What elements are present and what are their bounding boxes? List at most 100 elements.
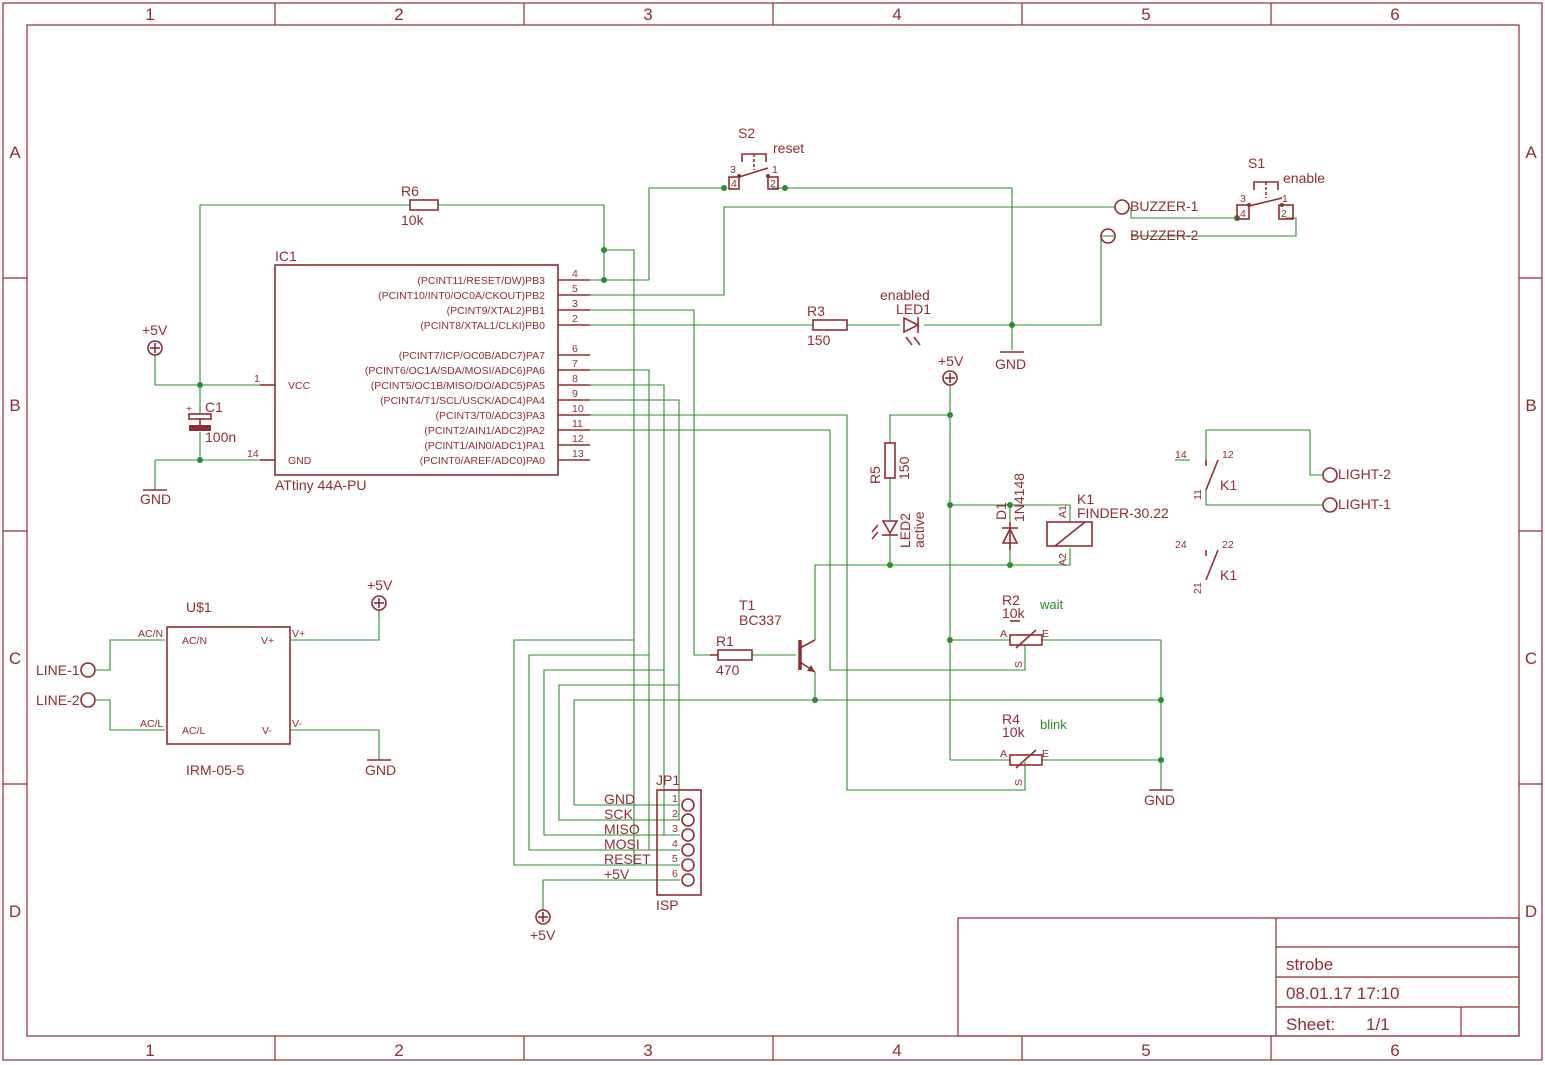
drawing-title: strobe [1286,955,1333,974]
resistor-r1: R1 470 [710,633,753,678]
resistor-r5: R5 150 [867,442,912,484]
line1-label: LINE-1 [36,662,80,678]
gnd-label: GND [365,762,396,778]
capacitor-c1: + C1 100n [186,399,236,445]
ic1-pin-name: (PCINT8/XTAL1/CLKI)PB0 [420,320,545,332]
ic1-pin-name: VCC [288,380,311,392]
relay-k1-contact1: 14 12 11 K1 [1175,449,1237,500]
ic1-pin-name: (PCINT4/T1/SCL/USCK/ADC4)PA4 [380,395,545,407]
jp1-signal: SCK [604,806,633,822]
led2-value: active [911,511,927,548]
s2-pin: 3 [730,164,736,176]
gnd-label: GND [140,491,171,507]
ic1-pin-name: (PCINT11/RESET/DW)PB3 [417,275,545,287]
jp1-signal: GND [604,791,635,807]
ic1-pin-num: 12 [572,433,584,445]
ic1-pin-num: 7 [572,358,578,370]
k1-contact-pin: 11 [1192,489,1204,500]
ic1-value: ATtiny 44A-PU [275,477,367,493]
row-label: A [9,143,21,162]
s1-pin: 2 [1281,208,1287,220]
ic1-pin-name: (PCINT10/INT0/OC0A/CKOUT)PB2 [378,290,545,302]
ic1-pin-num: 8 [572,373,578,385]
t1-value: BC337 [739,612,782,628]
u1-pin-name: AC/L [182,725,206,737]
u1-pin-label: AC/L [140,718,164,730]
vcc-label: +5V [367,577,393,593]
title-block: strobe 08.01.17 17:10 Sheet: 1/1 [957,917,1520,1037]
r1-ref: R1 [716,633,734,649]
k1-coil-pin: A2 [1057,553,1069,566]
r4-pin: E [1042,748,1049,760]
ic1-pin-num: 10 [572,403,584,415]
jp1-signal: RESET [604,851,651,867]
gnd-symbol: GND [140,489,171,507]
k1-contact-pin: 12 [1222,449,1234,461]
frame-row-labels-left: A B C D [9,143,21,921]
u1-pin-name: V- [262,725,272,737]
ic1-pin-num: 3 [572,298,578,310]
line2-label: LINE-2 [36,692,80,708]
u1-ref: U$1 [186,599,212,615]
r2-pin: E [1042,628,1049,640]
r2-pin: S [1013,661,1025,668]
ic1-pin-num: 5 [572,283,578,295]
col-label: 4 [892,5,901,24]
u1-pin-name: V+ [261,635,274,647]
gnd-label: GND [995,356,1026,372]
jp1-value: ISP [656,897,679,913]
col-label: 3 [643,5,652,24]
ic1-pin-num: 9 [572,388,578,400]
r2-ref: R2 [1002,592,1020,608]
potentiometer-r2: R2 10k wait A E S [1000,592,1064,668]
resistor-r6: R6 10k [401,183,439,228]
r4-value: 10k [1002,724,1026,740]
ic1-pin-name: (PCINT2/AIN1/ADC2)PA2 [424,425,545,437]
row-label: D [9,902,21,921]
row-label: B [9,396,20,415]
jp1-pin: 5 [672,853,678,865]
gnd-symbol: GND [995,351,1026,372]
s2-pin: 1 [772,164,778,176]
sheet-label: Sheet: [1286,1015,1335,1034]
led2-ref: LED2 [897,513,913,548]
relay-k1-coil: K1 FINDER-30.22 A1 A2 [1046,491,1169,566]
ic1-pin-name: (PCINT3/T0/ADC3)PA3 [436,410,546,422]
col-label: 6 [1390,1041,1399,1060]
wires [96,187,1323,910]
k1-contact-ref: K1 [1220,567,1237,583]
sheet-number: 1/1 [1366,1015,1390,1034]
k1-value: FINDER-30.22 [1077,505,1169,521]
r4-note: blink [1040,717,1067,732]
connector-buzzer2: BUZZER-2 [1100,227,1199,244]
r3-value: 150 [807,332,831,348]
ic1-pin-name: GND [288,455,312,467]
col-label: 1 [145,1041,154,1060]
k1-contact-pin: 21 [1192,582,1204,594]
frame-column-labels-bottom: 1 2 3 4 5 6 [145,1041,1399,1060]
jp1-ref: JP1 [656,772,680,788]
ic1-pin-name: (PCINT1/AIN0/ADC1)PA1 [424,440,545,452]
s2-pin: 2 [770,178,776,190]
r4-ref: R4 [1002,711,1020,727]
connector-line1: LINE-1 [36,662,96,678]
s1-value: enable [1283,170,1325,186]
jp1-pin: 6 [672,868,678,880]
r5-value: 150 [896,456,912,480]
jp1-pin: 3 [672,823,678,835]
r2-value: 10k [1002,605,1026,621]
jp1-signal: MOSI [604,836,640,852]
s1-pin: 3 [1240,193,1246,205]
ic1-ref: IC1 [275,248,297,264]
ic1-pin-name: (PCINT7/ICP/OC0B/ADC7)PA7 [399,350,545,362]
vcc-symbol: +5V [938,353,964,386]
connector-buzzer1: BUZZER-1 [1114,198,1199,215]
ic1-pin-num: 4 [572,268,578,280]
frame-row-labels-right: A B C D [1525,143,1537,921]
row-label: B [1525,396,1536,415]
c1-ref: C1 [205,399,223,415]
ic1-pin-name: (PCINT0/AREF/ADC0)PA0 [420,455,545,467]
row-label: D [1525,902,1537,921]
s1-ref: S1 [1248,155,1265,171]
gnd-symbol: GND [365,759,396,778]
